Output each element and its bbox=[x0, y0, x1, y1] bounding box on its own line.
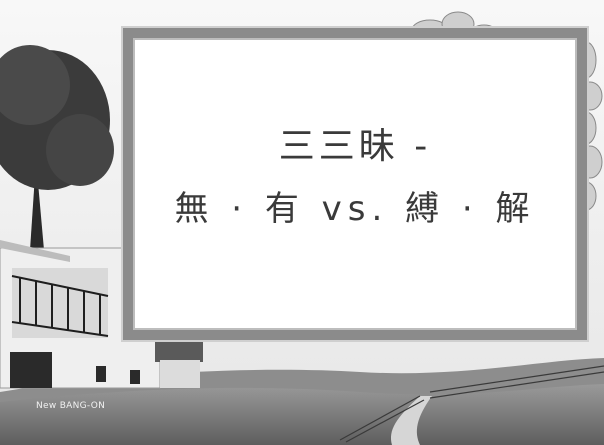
brand-label: New BANG-ON bbox=[36, 401, 106, 411]
slide-frame bbox=[123, 28, 587, 340]
title-line-2: 無 · 有 vs. 縛 · 解 bbox=[174, 188, 536, 229]
grass-field bbox=[0, 384, 604, 445]
house bbox=[0, 240, 203, 389]
slide-title: 三三昧 - 無 · 有 vs. 縛 · 解 bbox=[123, 28, 587, 340]
fence bbox=[339, 365, 604, 443]
tree bbox=[0, 45, 114, 250]
dirt-path bbox=[391, 396, 432, 445]
title-line-1: 三三昧 - bbox=[278, 125, 432, 167]
